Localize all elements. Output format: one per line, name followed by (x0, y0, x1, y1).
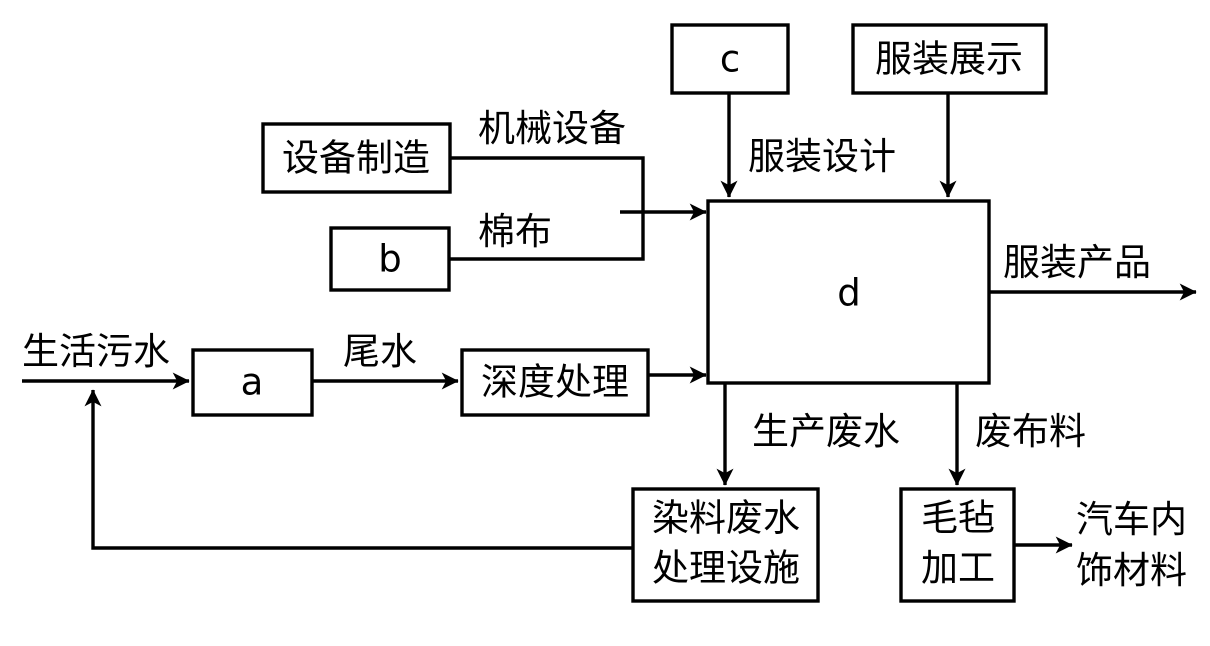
node-shenducli-label: 深度处理 (481, 361, 629, 404)
node-shenducli[interactable]: 深度处理 (460, 348, 650, 417)
edge-label-fuzhuang-chanpin: 服装产品 (1003, 241, 1151, 284)
edge-label-shengchan-feishui: 生产废水 (752, 410, 900, 453)
node-c-label: c (720, 38, 740, 81)
node-qichenashicailiao: 汽车内 饰材料 (1076, 498, 1187, 592)
node-ranliaofeishui-label-line2: 处理设施 (652, 547, 800, 590)
node-b[interactable]: b (329, 226, 451, 292)
node-a-label: a (241, 361, 264, 404)
node-maozhanjiagong-label-line1: 毛毡 (921, 497, 995, 540)
node-maozhanjiagong[interactable]: 毛毡 加工 (899, 487, 1016, 603)
edge-label-feibuliao: 废布料 (975, 410, 1086, 453)
node-qichenashicailiao-line1: 汽车内 (1076, 498, 1187, 541)
node-d[interactable]: d (706, 199, 991, 385)
edge-label-mianbu: 棉布 (478, 210, 552, 253)
node-fuzhuangzhanshi-label: 服装展示 (875, 38, 1023, 81)
node-b-label: b (378, 238, 402, 281)
edge-label-weishui: 尾水 (343, 330, 417, 373)
node-c[interactable]: c (670, 23, 790, 95)
edge-label-fuzhuang-sheji: 服装设计 (748, 135, 896, 178)
node-a[interactable]: a (191, 348, 314, 417)
node-ranliaofeishui-label-line1: 染料废水 (652, 497, 800, 540)
edge-b-to-d (449, 212, 645, 261)
node-shebeizhizao-label: 设备制造 (282, 137, 430, 180)
node-shebeizhizao[interactable]: 设备制造 (261, 122, 452, 194)
node-fuzhuangzhanshi[interactable]: 服装展示 (851, 23, 1048, 95)
node-qichenashicailiao-line2: 饰材料 (1076, 549, 1187, 592)
node-maozhanjiagong-label-line2: 加工 (921, 547, 995, 590)
node-d-label: d (837, 272, 861, 315)
edge-shebeizhizao-to-d (450, 156, 645, 212)
edge-label-shenghuo-wushui: 生活污水 (22, 330, 170, 373)
edge-label-jixie-shebei: 机械设备 (478, 107, 626, 150)
node-ranliaofeishuichulishishi[interactable]: 染料废水 处理设施 (631, 487, 820, 603)
edge-feedback-loop (84, 389, 633, 550)
